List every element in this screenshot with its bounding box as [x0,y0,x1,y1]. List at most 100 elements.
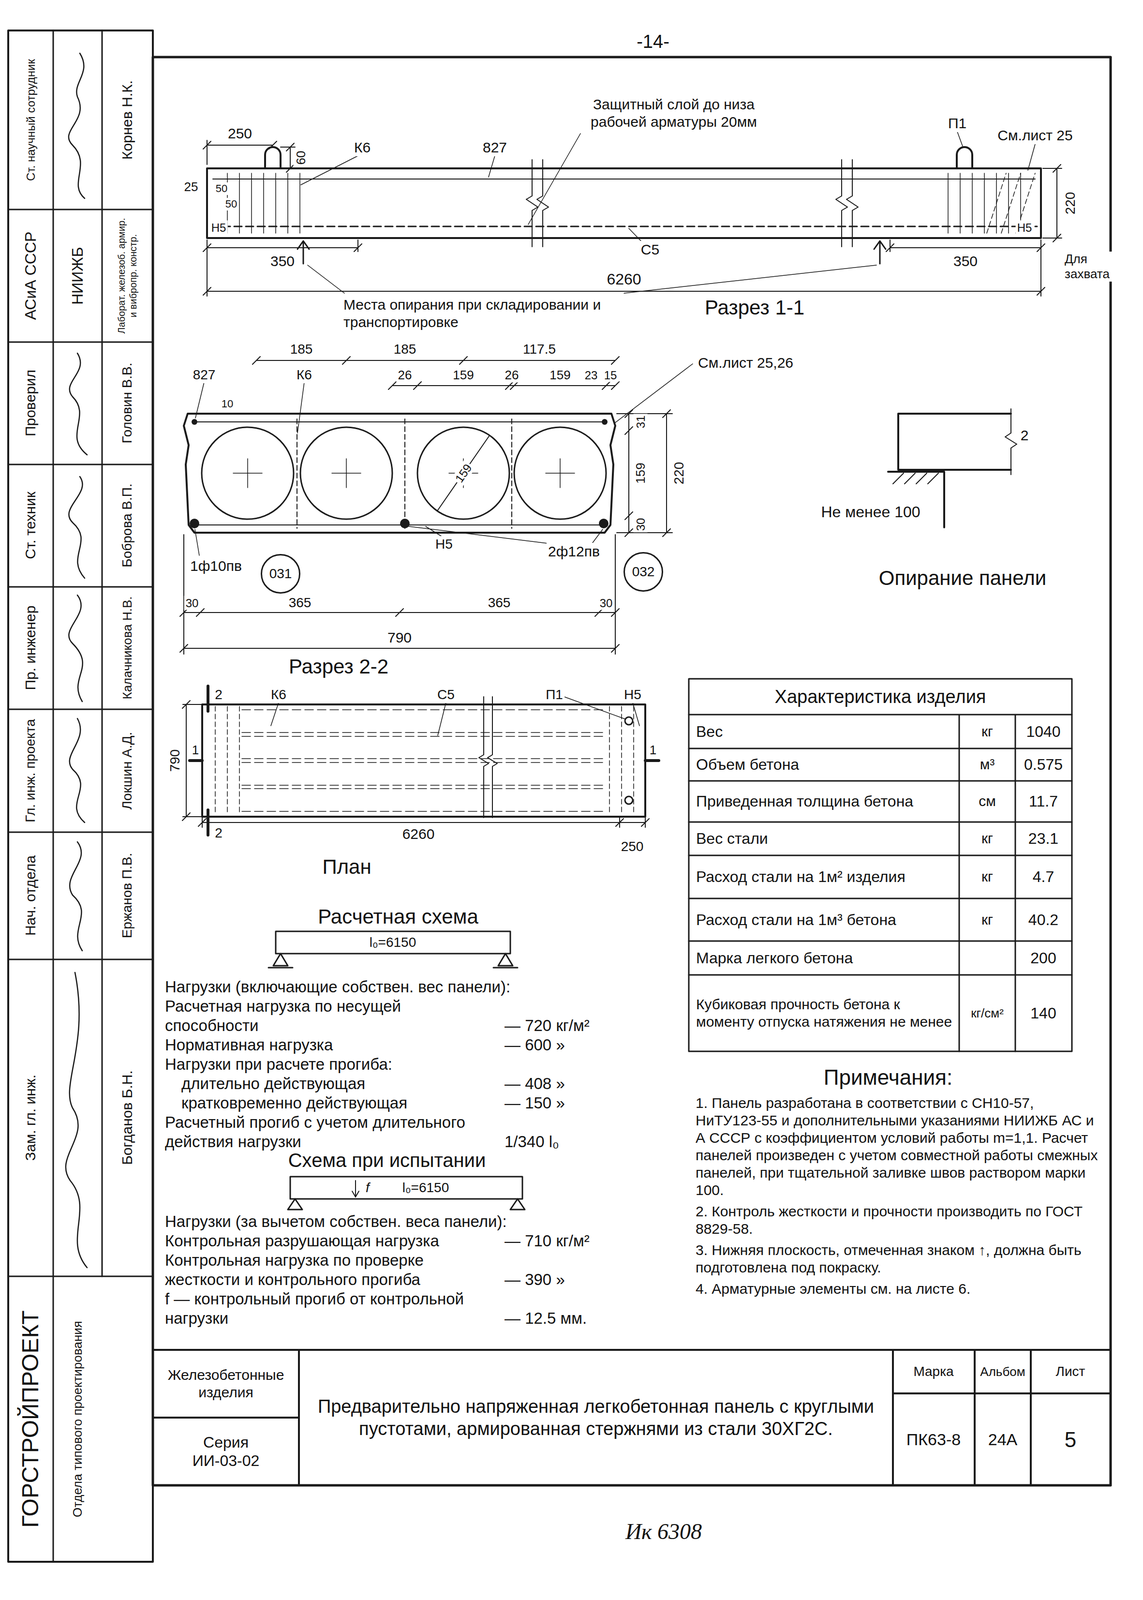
reinforcement-bar [189,518,200,529]
stamp-text: АСиА СССР [21,213,40,338]
title-block-cell: ПК63-8 [905,1429,963,1450]
table-cell: Приведенная толщина бетона [694,791,954,811]
load-text: Нормативная нагрузка [163,1035,335,1055]
title-block-cell: Альбом [978,1364,1027,1380]
signature [68,476,85,579]
signature [69,718,85,823]
load-text: — 600 » [503,1035,567,1055]
load-text: Нагрузки (включающие собствен. вес панел… [163,977,512,997]
section-label: 2ф12пв [546,542,602,561]
table-cell: Кубиковая прочность бетона к моменту отп… [694,995,954,1031]
callout-circle: 032 [623,551,664,593]
reinforcement-bar [191,418,198,425]
design-scheme [268,953,518,968]
section-label: 26 [503,367,521,383]
load-text: — 12.5 мм. [503,1308,589,1328]
note-text: 2. Контроль жесткости и прочности произв… [694,1202,1104,1238]
section-label: 220 [1062,190,1079,217]
stamp-text: Корнев Н.К. [118,36,136,204]
section-label: 26 [396,367,414,383]
sheet-frame [8,209,153,1277]
section-label: 50 [214,182,229,195]
section-label: 185 [288,341,315,358]
section-label: Защитный слой до низа рабочей арматуры 2… [570,95,777,131]
load-text: — 720 кг/м² [503,1015,592,1036]
table-cell: кг/см² [969,1005,1006,1021]
section-label: 365 [486,594,513,611]
table-cell: Вес стали [694,829,770,848]
section-label: К6 [352,138,372,157]
section-label: 365 [287,594,313,611]
title-block-cell: Лист [1054,1363,1087,1380]
note-text: Примечания: [822,1064,954,1090]
plan-label: 2 [213,824,224,842]
plan-label: 6260 [400,825,437,843]
load-text: f [364,1179,372,1196]
section-label: 23 [583,368,600,383]
stamp-text: Пр. инженер [21,590,40,706]
section-2-2 [296,418,512,529]
table-cell: кг [979,910,995,929]
section-1-1 [297,240,886,264]
load-text: — 710 кг/м² [503,1231,592,1251]
load-text: Расчетный прогиб с учетом длительного де… [163,1112,501,1152]
load-text: Контрольная нагрузка по проверке жесткос… [163,1250,476,1290]
section-2-2 [179,356,693,654]
title-block-cell: Предварительно напряженная легкобетонная… [313,1395,878,1440]
signature [65,53,88,1268]
section-2-2 [252,356,620,365]
table-cell: 40.2 [1026,910,1060,929]
reinforcement-bar [598,518,609,529]
drawing-sheet [8,30,1111,1562]
section-label: 350 [951,252,980,270]
title-block-cell: Серия ИИ-03-02 [176,1432,276,1470]
plan-label: 790 [166,747,184,774]
load-text: — 150 » [503,1093,567,1113]
characteristics-table [688,714,1072,1052]
callout-number: 031 [269,565,293,582]
load-text: 1/340 l₀ [503,1131,561,1152]
signature [65,972,88,1268]
section-label: 50 [223,197,239,211]
section-2-2 [193,421,606,525]
section-2-2 [179,534,620,654]
section-2-2 [417,427,510,520]
design-scheme [287,1198,525,1210]
table-cell: Марка легкого бетона [694,948,855,967]
table-cell: см [977,792,998,810]
load-text: l₀=6150 [400,1179,451,1196]
load-text: Нагрузки при расчете прогиба: [163,1054,394,1074]
section-1-1 [207,168,1041,238]
section-label: Разрез 2-2 [287,654,390,679]
table-cell: Расход стали на 1м² изделия [694,867,954,886]
stamp-text: Локшин А.Д. [118,712,136,829]
load-text: Контрольная разрушающая нагрузка [163,1231,441,1251]
title-block-cell: 5 [1063,1426,1078,1453]
table-cell: 4.7 [1031,867,1056,886]
stamp-text: Ст. техник [21,467,40,584]
support-detail [1005,408,1017,475]
section-label: 827 [481,138,509,157]
section-label: 185 [392,341,418,358]
stamp-text: Зам. гл. инж. [21,1019,40,1216]
load-text: — 408 » [503,1073,567,1094]
table-cell: Вес [694,722,725,741]
stamp-text: Богданов Б.Н. [118,1019,136,1216]
section-label: 30 [184,595,201,610]
section-label: Для захвата [1063,251,1115,282]
support-detail [892,473,939,484]
section-label: 30 [598,595,615,610]
plan-view [189,685,659,835]
plan-view [215,706,634,815]
stamp-text: Ержанов П.В. [118,835,136,956]
table-cell: Объем бетона [694,755,801,774]
plan-view [241,709,605,812]
sheet-frame [152,57,1111,1485]
plan-view [202,704,646,817]
section-2-2 [233,458,575,488]
plan-label: С5 [435,686,457,703]
table-cell: 0.575 [1022,755,1065,774]
plan-label: П1 [544,686,565,703]
plan-view [478,696,498,818]
